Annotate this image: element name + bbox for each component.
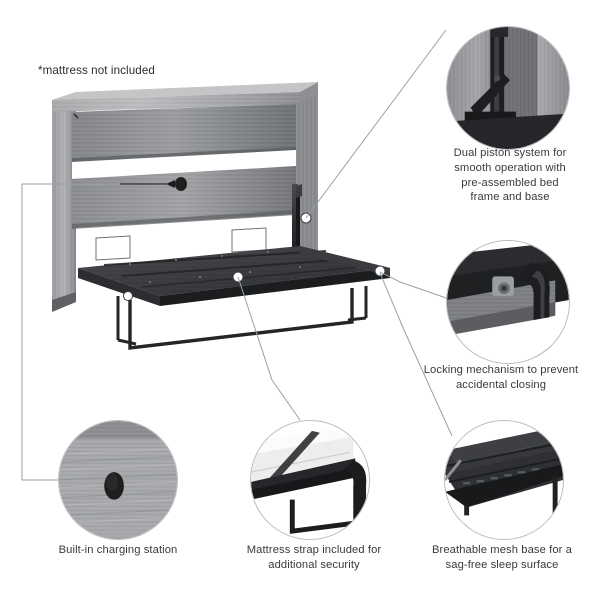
piston-hotspot-dot [300, 212, 312, 224]
caption-line: Mattress strap included for [246, 544, 382, 556]
caption-line: frame and base [470, 191, 550, 204]
mesh-base-hotspot-dot [374, 265, 386, 277]
bed-support-legs [116, 286, 368, 350]
cabinet-open-gap [72, 150, 296, 179]
callout-charging-station [58, 420, 178, 540]
leader-locking [379, 271, 453, 301]
cabinet-left-panel [52, 92, 76, 312]
headboard-brackets [95, 227, 267, 261]
caption-line: sag-free sleep surface [445, 558, 559, 571]
bed-platform-mesh [78, 246, 390, 296]
bed-platform-front-rail [78, 246, 390, 306]
mattress-strap-hotspot-dot [232, 271, 244, 283]
caption-mesh-base: Breathable mesh base for a sag-free slee… [406, 543, 598, 573]
caption-line: Built-in charging station [58, 544, 178, 556]
cabinet-upper-back-panel [72, 104, 296, 163]
caption-line: pre-assembled bed [461, 176, 559, 189]
callout-mattress-strap [250, 420, 370, 540]
caption-line: additional security [268, 558, 360, 571]
mattress-disclaimer: *mattress not included [38, 64, 155, 77]
caption-dual-piston: Dual piston system for smooth operation … [420, 146, 600, 205]
cabinet-lower-back-panel [72, 166, 296, 229]
leader-mesh-base [379, 272, 453, 437]
callout-locking-mechanism [446, 240, 570, 364]
leg-hotspot-dot [123, 291, 133, 301]
callout-dual-piston [446, 26, 570, 150]
caption-line: Dual piston system for [453, 147, 567, 159]
cabinet-right-panel [296, 94, 318, 272]
piston-arm [292, 184, 312, 268]
charging-port-hotspot [120, 177, 187, 191]
caption-line: Locking mechanism to prevent [423, 364, 579, 376]
cabinet-top-panel [52, 82, 318, 112]
caption-line: smooth operation with [454, 161, 566, 174]
callout-mesh-base [444, 420, 564, 540]
caption-line: accidental closing [455, 378, 547, 391]
caption-charging-station: Built-in charging station [22, 543, 214, 558]
caption-line: Breathable mesh base for a [431, 544, 573, 556]
caption-mattress-strap: Mattress strap included for additional s… [216, 543, 412, 573]
leader-mattress-strap [237, 276, 301, 421]
caption-locking-mechanism: Locking mechanism to prevent accidental … [403, 363, 599, 393]
hotspot-dots [123, 212, 386, 301]
